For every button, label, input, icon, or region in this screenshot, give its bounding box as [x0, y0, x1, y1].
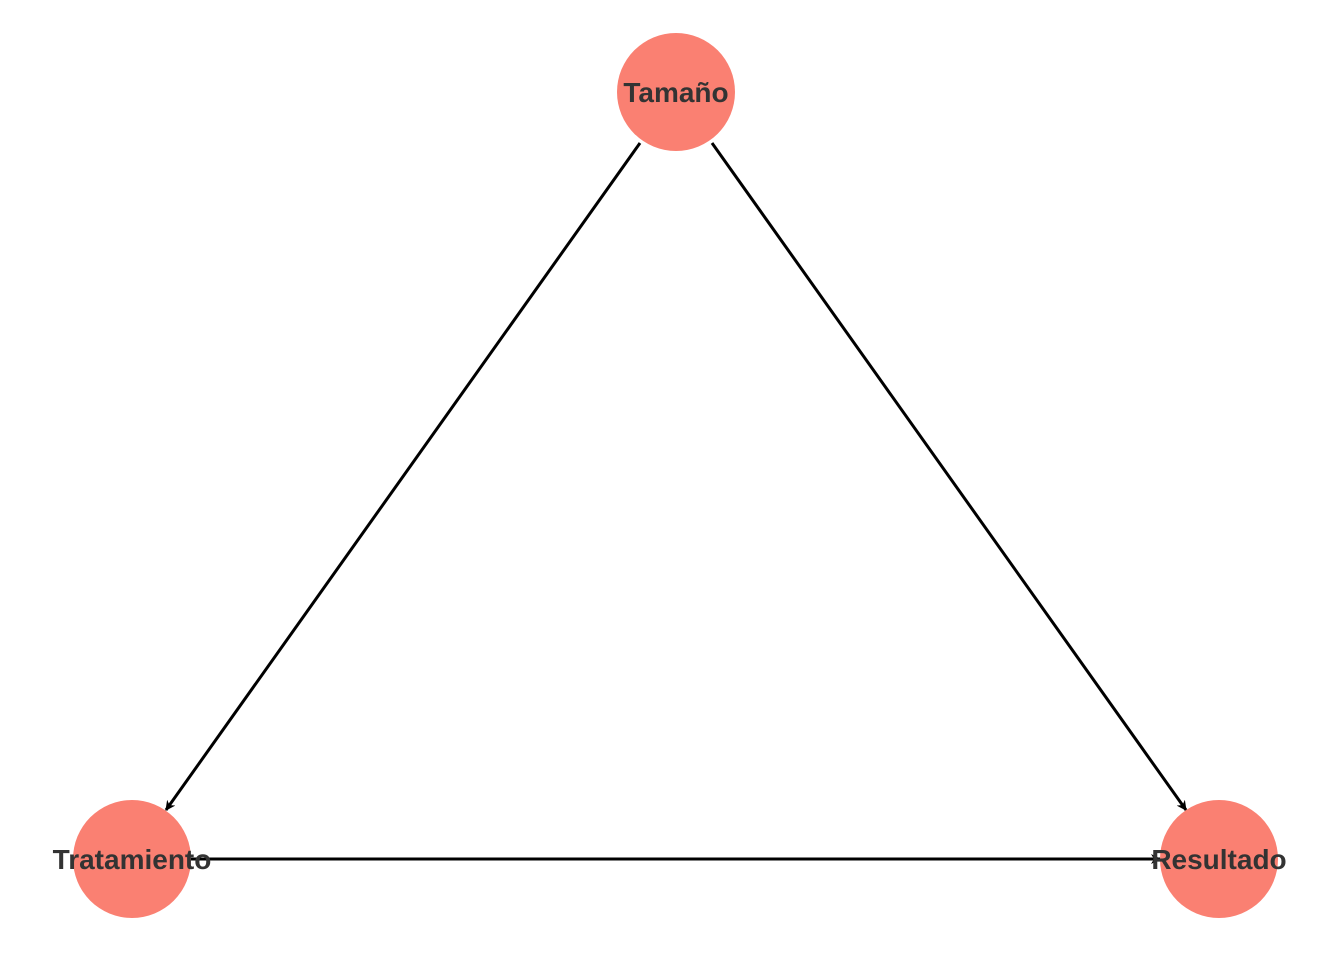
edge-tamano-resultado	[710, 142, 1188, 811]
node-label-resultado: Resultado	[1151, 844, 1286, 875]
node-tratamiento[interactable]: Tratamiento	[53, 800, 212, 918]
node-circle[interactable]	[73, 800, 191, 918]
node-label-tratamiento: Tratamiento	[53, 844, 212, 875]
edges	[164, 142, 1188, 864]
node-resultado[interactable]: Resultado	[1151, 800, 1287, 918]
node-circle[interactable]	[617, 33, 735, 151]
edge-tamano-tratamiento	[164, 142, 642, 811]
node-label-tamano: Tamaño	[623, 77, 728, 108]
node-circle[interactable]	[1160, 800, 1278, 918]
node-tamano[interactable]: Tamaño	[617, 33, 735, 151]
nodes: Tamaño Tratamiento Resultado	[53, 33, 1287, 918]
